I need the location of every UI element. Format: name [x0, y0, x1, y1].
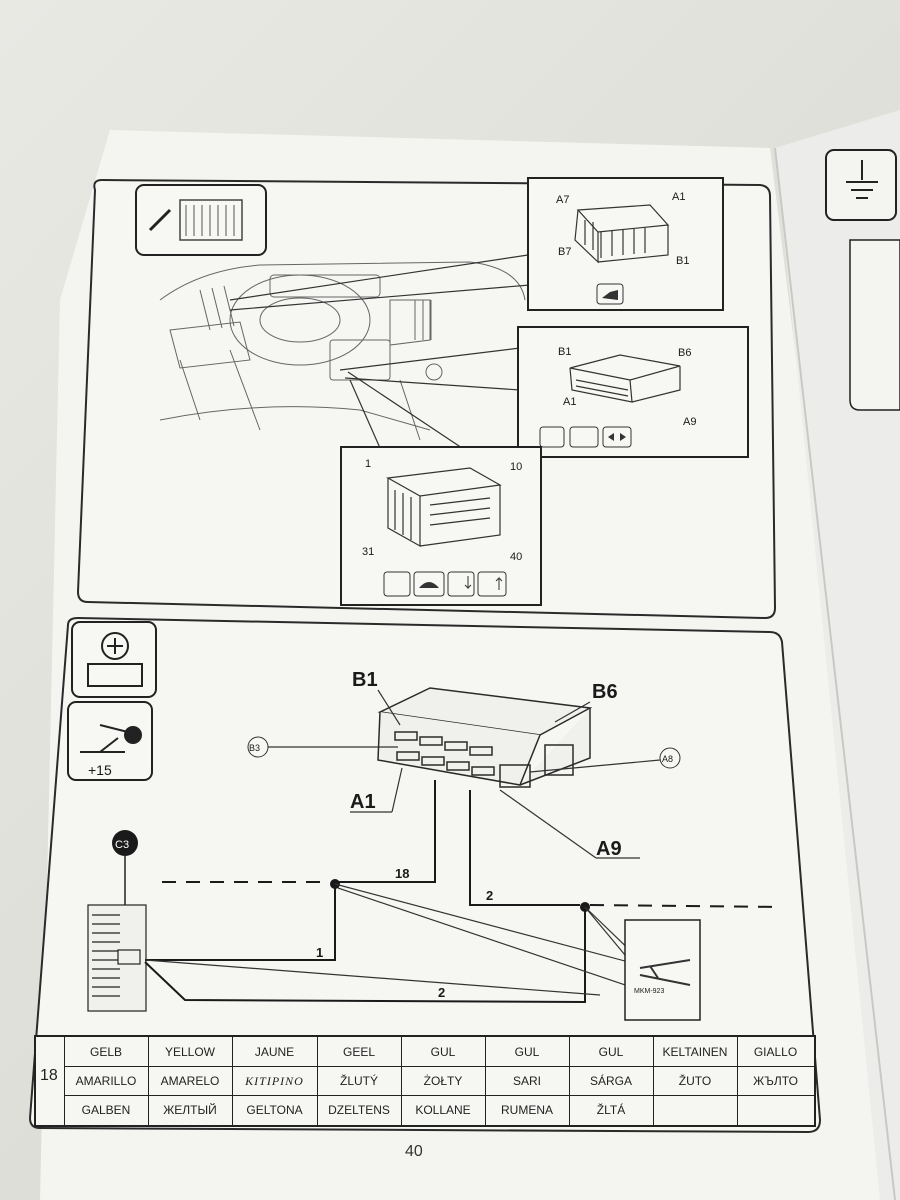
table-cell: YELLOW [164, 1045, 215, 1059]
control-unit-connector [377, 687, 593, 788]
color-table: 18 GELB YELLOW JAUNE GEEL GUL GUL GUL KE… [34, 1035, 816, 1127]
table-cell: AMARILLO [75, 1074, 137, 1088]
insert-up-icon [477, 571, 507, 597]
label-a1-middle: A1 [563, 396, 576, 408]
label-10-lower: 10 [510, 461, 522, 473]
connector-plug-icon [569, 426, 599, 448]
lower-connector-illustration [386, 467, 502, 548]
label-a7: A7 [556, 194, 569, 206]
horn-icon [596, 283, 624, 305]
seat-icon [383, 571, 411, 597]
arrows-icon [602, 426, 632, 448]
crimp-tool-box [624, 919, 701, 1021]
label-c3: C3 [115, 839, 129, 851]
table-cell: GUL [514, 1045, 540, 1059]
label-b6-wiring: B6 [592, 681, 618, 703]
car-icon [413, 571, 445, 597]
label-40-lower: 40 [510, 551, 522, 563]
table-cell: RUMENA [500, 1103, 553, 1117]
label-b6-middle: B6 [678, 347, 691, 359]
table-cell: ЖЪЛТО [753, 1074, 798, 1088]
table-cell: KELTAINEN [662, 1045, 728, 1059]
table-cell: AMARELO [160, 1074, 220, 1088]
table-cell: ЖЕЛТЫЙ [163, 1103, 217, 1117]
ground-icon [825, 149, 897, 221]
harness-connector [87, 904, 147, 1012]
table-cell: DZELTENS [328, 1103, 390, 1117]
top-diagram-frame: A7 A1 B7 B1 B1 B6 A1 A9 [76, 177, 777, 620]
label-a9-middle: A9 [683, 416, 696, 428]
table-cell: GEEL [342, 1045, 375, 1059]
vehicle-front-icon-box [135, 184, 267, 256]
table-cell: GIALLO [753, 1045, 798, 1059]
middle-connector-illustration [569, 354, 681, 403]
upper-connector-illustration [574, 204, 670, 264]
wire-2-top-label: 2 [486, 888, 493, 903]
wire-number-cell: 18 [40, 1067, 58, 1084]
crimp-tool-icon [639, 959, 691, 986]
label-a8: A8 [662, 754, 673, 764]
table-cell: KITIPINO [245, 1074, 304, 1088]
table-cell: GELTONA [246, 1103, 303, 1117]
label-b1-middle: B1 [558, 346, 571, 358]
wire-1-label: 1 [316, 945, 323, 960]
table-cell: JAUNE [254, 1045, 295, 1059]
battery-icon [539, 426, 565, 448]
label-a1-upper: A1 [672, 191, 685, 203]
label-31-lower: 31 [362, 546, 374, 558]
label-a1-wiring: A1 [350, 791, 376, 813]
table-cell: ŽLUTÝ [339, 1074, 378, 1088]
lower-connector-box [340, 446, 542, 606]
table-cell: GALBEN [81, 1103, 131, 1117]
table-cell: ŽUTO [678, 1074, 712, 1088]
table-cell: GUL [598, 1045, 624, 1059]
c3-marker [112, 830, 138, 856]
label-b1-wiring: B1 [352, 669, 378, 691]
table-cell: ŽLTÁ [596, 1103, 626, 1117]
table-cell: KOLLANE [415, 1103, 471, 1117]
a8-marker [659, 747, 681, 769]
table-cell: GELB [89, 1045, 122, 1059]
wiring-diagram-frame: +15 B1 B6 A1 A9 B3 A8 C3 [28, 616, 822, 1134]
label-b1-upper: B1 [676, 255, 689, 267]
plus15-label: +15 [88, 762, 112, 778]
label-b7: B7 [558, 246, 571, 258]
upper-connector-box [527, 177, 724, 311]
label-b3: B3 [249, 743, 260, 753]
label-1-lower: 1 [365, 458, 371, 470]
middle-connector-box [517, 326, 749, 458]
table-cell: SARI [512, 1074, 541, 1088]
tool-label: MKM-923 [634, 988, 664, 995]
table-cell: ŻOŁTY [423, 1074, 463, 1088]
table-cell: GUL [430, 1045, 456, 1059]
release-down-icon [447, 571, 475, 597]
table-cell: SÁRGA [589, 1074, 632, 1088]
label-a9-wiring: A9 [596, 838, 622, 860]
page-number: 40 [405, 1143, 423, 1160]
ignition-icon-box [67, 701, 153, 781]
wire-2-bottom-label: 2 [438, 985, 445, 1000]
wire-18-label: 18 [395, 866, 409, 881]
